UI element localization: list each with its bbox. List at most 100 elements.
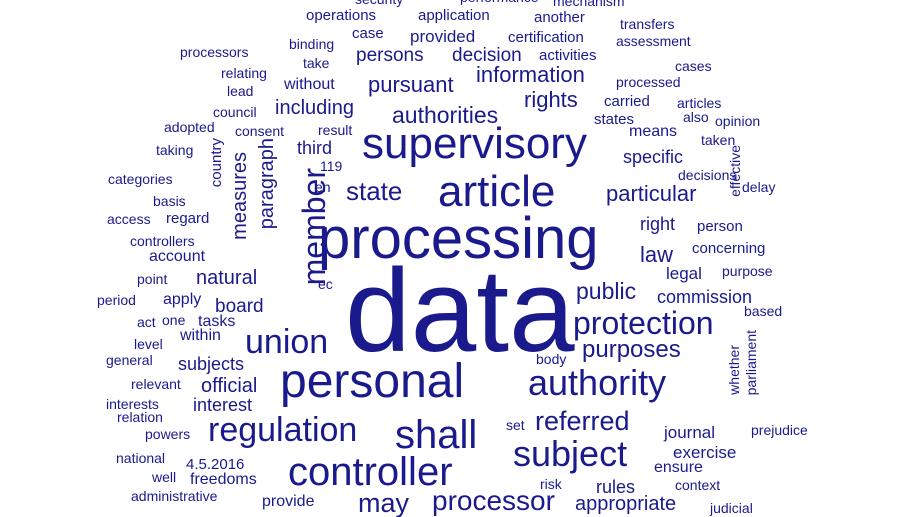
- word-right: right: [640, 214, 676, 234]
- word-level: level: [134, 336, 163, 352]
- word-protection: protection: [573, 305, 714, 341]
- word-certification: certification: [508, 29, 584, 46]
- word-period: period: [97, 292, 136, 308]
- word-tasks: tasks: [198, 313, 236, 330]
- word-set: set: [506, 417, 525, 433]
- word-context: context: [675, 477, 721, 493]
- word-delay: delay: [742, 179, 776, 195]
- word-pursuant: pursuant: [368, 72, 454, 97]
- word-provided: provided: [410, 27, 476, 46]
- word-persons: persons: [356, 45, 424, 66]
- word-119: 119: [320, 158, 343, 174]
- word-another: another: [534, 9, 585, 26]
- word-processor: processor: [432, 485, 555, 516]
- word-interests: interests: [106, 396, 159, 412]
- word-union: union: [245, 323, 329, 361]
- word-assessment: assessment: [616, 33, 691, 49]
- word-4-5-2016: 4.5.2016: [186, 456, 245, 473]
- word-particular: particular: [606, 181, 697, 206]
- word-freedoms: freedoms: [190, 471, 257, 488]
- word-ensure: ensure: [654, 459, 703, 476]
- word-access: access: [107, 211, 151, 227]
- word-paragraph: paragraph: [256, 138, 278, 230]
- word-consent: consent: [235, 123, 285, 139]
- word-information: information: [476, 62, 585, 87]
- word-relation: relation: [117, 409, 163, 425]
- word-administrative: administrative: [131, 488, 218, 504]
- word-taken: taken: [701, 132, 736, 148]
- word-one: one: [162, 312, 186, 328]
- word-including: including: [275, 97, 354, 119]
- word-take: take: [303, 55, 330, 71]
- word-official: official: [201, 375, 258, 397]
- word-prejudice: prejudice: [751, 422, 808, 438]
- word-without: without: [284, 76, 335, 93]
- word-categories: categories: [108, 171, 173, 187]
- word-concerning: concerning: [692, 240, 766, 257]
- word-supervisory: supervisory: [362, 119, 587, 168]
- word-public: public: [576, 278, 637, 304]
- word-shall: shall: [395, 413, 478, 457]
- word-referred: referred: [535, 406, 630, 436]
- word-processors: processors: [180, 44, 249, 60]
- word-performance: performance: [460, 0, 539, 4]
- word-within: within: [180, 327, 221, 344]
- word-account: account: [149, 248, 206, 265]
- word-controller: controller: [288, 450, 453, 494]
- word-may: may: [358, 488, 410, 517]
- word-authorities: authorities: [392, 102, 499, 128]
- word-taking: taking: [156, 142, 194, 158]
- word-judicial: judicial: [710, 500, 753, 516]
- word-adopted: adopted: [164, 119, 215, 135]
- word-third: third: [297, 138, 333, 158]
- word-council: council: [213, 104, 257, 120]
- word-legal: legal: [666, 264, 702, 283]
- word-controllers: controllers: [130, 233, 195, 249]
- word-ec: ec: [318, 276, 333, 292]
- word-basis: basis: [153, 193, 186, 209]
- word-subject: subject: [513, 433, 628, 474]
- word-rules: rules: [596, 477, 636, 497]
- word-carried: carried: [604, 93, 650, 110]
- word-purpose: purpose: [722, 263, 773, 279]
- word-state: state: [346, 176, 403, 206]
- word-data: data: [345, 245, 575, 377]
- word-also: also: [683, 109, 709, 125]
- word-case: case: [352, 25, 384, 42]
- word-parliament: parliament: [743, 330, 759, 396]
- word-board: board: [215, 296, 264, 317]
- word-subjects: subjects: [178, 354, 245, 374]
- word-cases: cases: [675, 58, 712, 74]
- word-result: result: [318, 122, 353, 138]
- word-mechanism: mechanism: [553, 0, 625, 9]
- word-interest: interest: [193, 395, 253, 415]
- word-purposes: purposes: [582, 336, 681, 363]
- word-articles: articles: [677, 95, 722, 111]
- word-national: national: [116, 450, 166, 466]
- word-processing: processing: [318, 206, 599, 271]
- word-country: country: [208, 138, 225, 188]
- word-decision: decision: [452, 45, 522, 66]
- word-operations: operations: [306, 7, 377, 24]
- word-regulation: regulation: [208, 411, 358, 449]
- word-rights: rights: [524, 87, 578, 112]
- word-provide: provide: [262, 493, 315, 510]
- word-law: law: [640, 242, 674, 267]
- word-binding: binding: [289, 36, 335, 52]
- word-specific: specific: [623, 147, 684, 167]
- word-well: well: [152, 469, 177, 485]
- word-relating: relating: [221, 65, 267, 81]
- word-relevant: relevant: [131, 376, 181, 392]
- word-journal: journal: [664, 423, 716, 442]
- word-measures: measures: [229, 152, 251, 240]
- word-natural: natural: [196, 267, 258, 289]
- word-person: person: [697, 218, 743, 235]
- word-security: security: [355, 0, 403, 6]
- word-activities: activities: [539, 47, 597, 64]
- word-article: article: [438, 167, 556, 216]
- word-regard: regard: [166, 210, 210, 227]
- word-transfers: transfers: [620, 16, 675, 32]
- word-point: point: [137, 271, 168, 287]
- word-body: body: [536, 351, 567, 367]
- word-commission: commission: [657, 287, 753, 307]
